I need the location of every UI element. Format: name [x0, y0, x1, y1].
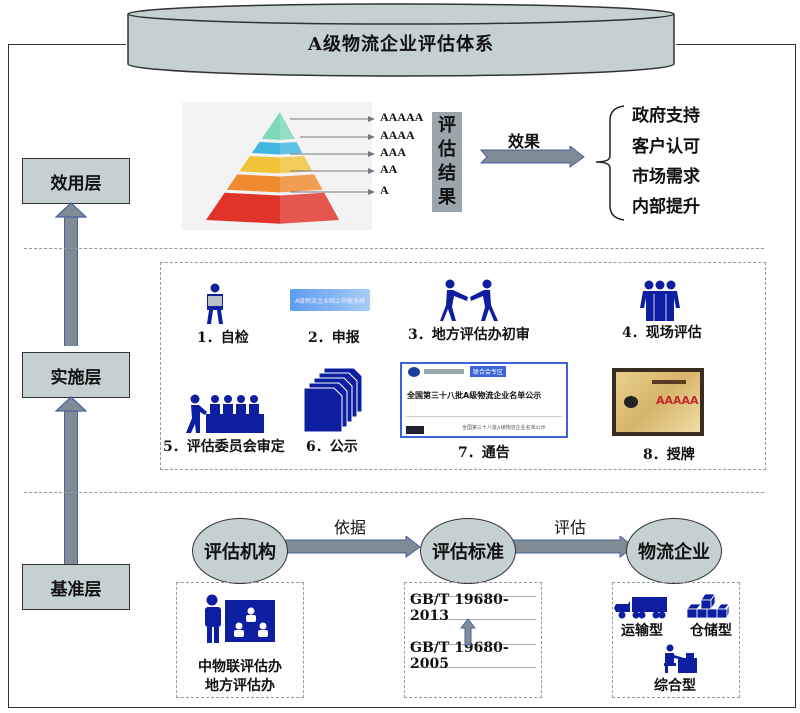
site-name-placeholder — [424, 369, 464, 374]
truck-icon — [614, 597, 667, 619]
pyramid-layer-right — [280, 192, 340, 224]
logo-icon — [408, 367, 420, 377]
standard-previous: GB/T 19680-2005 — [410, 640, 536, 672]
agency-line: 地方评估办 — [205, 678, 275, 694]
result-char: 结 — [438, 163, 456, 184]
enterprise-type-transport: 运输型 — [621, 623, 663, 639]
frame-top-right-border — [676, 44, 796, 45]
pyramid-layer-right — [280, 112, 295, 140]
documents-stack-icon — [303, 367, 362, 433]
qr-code-icon — [406, 426, 424, 434]
standards-box — [404, 582, 542, 698]
layer-box-foundation: 基准层 — [22, 564, 130, 610]
grade-label: AAA — [380, 145, 406, 159]
arrow-head-up-icon — [55, 396, 87, 412]
pyramid-layer-right — [280, 156, 313, 174]
enterprise-type-warehouse: 仓储型 — [690, 623, 732, 639]
section-divider — [24, 492, 764, 493]
pyramid-layer-left — [251, 142, 280, 155]
step-label: 5．评估委员会审定 — [163, 439, 285, 455]
step-label: 7．通告 — [458, 445, 510, 461]
notice-footer: 全国第三十八批A级物流企业名单公示 — [462, 425, 546, 431]
plaque-face: AAAAA — [616, 372, 700, 432]
step-label: 8．授牌 — [643, 447, 695, 463]
pyramid-layer-left — [206, 192, 280, 224]
notice-webpage-screenshot: 联合会专区 全国第三十八批A级物流企业名单公示 全国第三十八批A级物流企业名单公… — [400, 362, 568, 438]
section-divider — [24, 248, 764, 249]
title-cylinder — [127, 3, 675, 77]
pyramid-layer-right — [280, 174, 323, 193]
grade-pyramid — [206, 112, 375, 224]
frame-top-left-border — [8, 44, 126, 45]
grade-label: AAAAA — [380, 110, 424, 124]
warehouse-boxes-icon — [687, 592, 730, 618]
office-worker-desk-icon — [664, 644, 697, 673]
node-evaluation-standard: 评估标准 — [420, 518, 516, 584]
arrow-label-evaluate: 评估 — [554, 518, 587, 537]
evaluation-result-box: 评 估 结 果 — [432, 112, 462, 212]
pyramid-layer-left — [226, 174, 280, 193]
effect-item: 市场需求 — [632, 167, 700, 187]
effect-item: 政府支持 — [632, 106, 700, 126]
effect-item: 内部提升 — [632, 197, 700, 217]
pyramid-layer-left — [261, 112, 280, 140]
grade-pointer-arrowhead — [368, 151, 375, 157]
standard-current: GB/T 19680-2013 — [410, 592, 536, 624]
grade-pointer-arrowhead — [368, 189, 375, 195]
arrow-right-icon — [512, 536, 635, 558]
implementation-steps-box — [160, 262, 766, 470]
brace-icon — [595, 105, 625, 221]
node-evaluation-agency: 评估机构 — [192, 518, 288, 584]
layer-box-effect: 效用层 — [22, 158, 130, 204]
enterprise-types-box — [612, 582, 740, 698]
person-reading-icon — [207, 283, 223, 324]
pyramid-layer-left — [239, 156, 280, 174]
award-plaque-image: AAAAA — [612, 368, 704, 436]
plaque-logo-icon — [624, 396, 638, 408]
page-title: A级物流企业评估体系 — [308, 34, 494, 55]
teacher-students-icon — [205, 594, 275, 643]
effect-arrow-icon — [480, 146, 585, 168]
grade-pointer-arrowhead — [368, 116, 375, 122]
grade-pointer-arrowhead — [368, 168, 375, 174]
arrow-implementation-to-effect — [64, 214, 78, 346]
effect-arrow-label: 效果 — [508, 132, 541, 151]
result-char: 估 — [438, 139, 456, 160]
arrow-right-icon — [282, 536, 421, 558]
agency-box — [176, 582, 304, 698]
grade-label: A — [380, 183, 389, 197]
layer-box-implementation: 实施层 — [22, 352, 130, 398]
online-application-banner: A级物流企业网上申报系统 — [290, 289, 370, 311]
step-label: 4．现场评估 — [622, 325, 702, 341]
arrow-head-up-icon — [55, 202, 87, 218]
grade-label: AA — [380, 162, 398, 176]
handshake-people-icon — [440, 279, 498, 321]
group-people-icon — [640, 280, 680, 321]
step-label: 3．地方评估办初审 — [408, 327, 530, 343]
divider — [406, 416, 562, 417]
arrow-foundation-to-implementation — [64, 408, 78, 564]
node-logistics-enterprise: 物流企业 — [626, 518, 722, 584]
pyramid-layer-right — [280, 142, 303, 155]
arrow-label-basis: 依据 — [334, 518, 367, 537]
enterprise-type-integrated: 综合型 — [654, 678, 696, 694]
result-char: 评 — [438, 115, 456, 136]
effect-item: 客户认可 — [632, 137, 700, 157]
plaque-company-name — [652, 380, 686, 384]
plaque-grade: AAAAA — [656, 394, 699, 407]
notice-badge: 联合会专区 — [470, 366, 506, 377]
notice-title: 全国第三十八批A级物流企业名单公示 — [407, 391, 542, 400]
grade-pointer-arrowhead — [368, 134, 375, 140]
result-char: 果 — [438, 187, 456, 208]
grade-label: AAAA — [380, 128, 415, 142]
step-label: 6．公示 — [306, 439, 358, 455]
agency-line: 中物联评估办 — [198, 659, 282, 675]
document-sheet — [303, 387, 343, 433]
arrow-up-icon — [460, 618, 476, 646]
step-label: 1．自检 — [197, 330, 249, 346]
outer-frame — [8, 44, 796, 708]
step-label: 2．申报 — [308, 330, 360, 346]
committee-meeting-icon — [186, 394, 264, 433]
